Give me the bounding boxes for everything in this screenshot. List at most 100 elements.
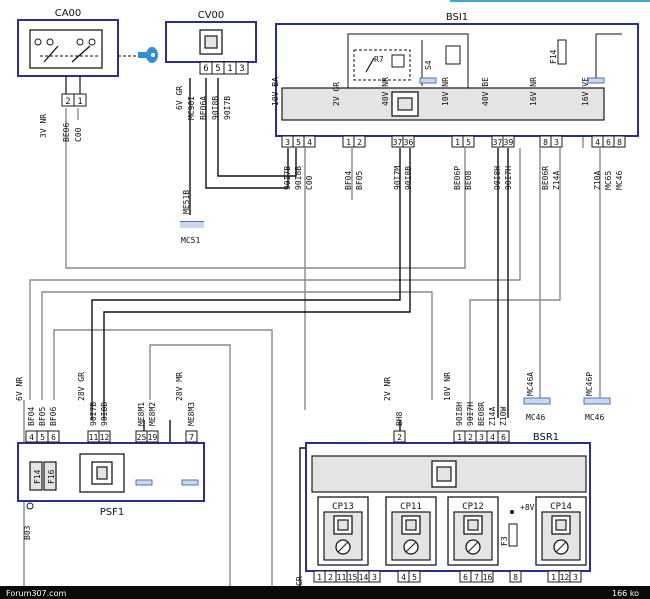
- psf1-ground-icon: [135, 479, 153, 486]
- connector-pin: [98, 430, 111, 443]
- connector-pin-label: 2: [397, 433, 402, 442]
- s4-switch-icon: [445, 45, 461, 65]
- connector-wire-label: Z10W: [499, 407, 508, 426]
- wire-bf05: [41, 291, 433, 400]
- bsi1-relay-area: [347, 33, 469, 89]
- connector-pin-label: 6: [606, 138, 611, 147]
- connector-wire-label: BF04: [344, 171, 353, 190]
- ca00-wire-label: C00: [74, 127, 83, 142]
- bsr1-bottom-pin-label: 3: [372, 573, 377, 582]
- connector-wire-label: 90I8B: [100, 402, 109, 426]
- cp-chip-core: [337, 519, 349, 531]
- mc51-label: MC51: [181, 236, 200, 245]
- bsr1-bottom-pin-label: 11: [337, 573, 347, 582]
- bsr1-bottom-pin: [368, 570, 381, 583]
- fuse-f3-label: F3: [500, 536, 509, 546]
- connector-pin-label: 25: [137, 433, 147, 442]
- bsi1-title: BSI1: [446, 12, 468, 23]
- bsr1-bottom-pin-label: 7: [474, 573, 479, 582]
- connector-pin: [402, 135, 415, 148]
- connector-wire-label: C00: [305, 175, 314, 190]
- mc46a-ground: MC46A MC46: [523, 372, 551, 422]
- connector-wire-label: BF05: [355, 171, 364, 190]
- connector-group-label: 2V GR: [332, 82, 341, 106]
- ca00-module: CA00 2 1 3V NR BE06 C00: [17, 8, 158, 142]
- wire-c00-loop: [65, 108, 466, 269]
- psf1-ground-icon: [181, 479, 199, 486]
- connector-wire-label: BE06R: [541, 166, 550, 190]
- connector-pin: [502, 135, 515, 148]
- ca00-conn-label: 3V NR: [39, 114, 48, 138]
- psf1-chip-core: [96, 466, 108, 480]
- connector-group-label: 28V GR: [77, 372, 86, 401]
- cv00-title: CV00: [198, 10, 225, 21]
- bsr1-bottom-pin-label: 12: [560, 573, 570, 582]
- connector-pin: [550, 135, 563, 148]
- psf1-fuse-icon: [43, 461, 57, 491]
- connector-wire-label: ME8M3: [187, 402, 196, 426]
- connector-group-label: 10V NR: [443, 372, 452, 401]
- connector-wire-label: Z14A: [488, 407, 497, 426]
- connector-group-label: 6V NR: [15, 377, 24, 401]
- ca00-contact-icon: [34, 38, 42, 46]
- bsi1-ground-icon: [587, 77, 605, 84]
- connector-pin: [462, 135, 475, 148]
- connector-pin: [185, 430, 198, 443]
- connector-wire-label: ME8M1: [137, 402, 146, 426]
- cv00-pin-label: 5: [215, 64, 220, 74]
- bsr1-bottom-pin-label: 2: [328, 573, 333, 582]
- connector-wire-label: MC65: [604, 171, 613, 190]
- wire-90i8b-psf: [103, 148, 411, 420]
- bsi1-module: BSI1 R7 S4 F14: [275, 12, 639, 137]
- bsr1-bottom-label: CR: [295, 576, 304, 586]
- connector-pin-label: 4: [595, 138, 600, 147]
- cp-unit-label: CP13: [332, 502, 354, 512]
- connector-wire-label: BF04: [27, 407, 36, 426]
- connector-group-label: 10V BA: [271, 77, 280, 106]
- connector-pin: [47, 430, 60, 443]
- connector-pin-label: 4: [490, 433, 495, 442]
- connector-group-label: 16V VE: [581, 77, 590, 106]
- connector-pin-label: 4: [29, 433, 34, 442]
- connector-wire-label: ME8M2: [148, 402, 157, 426]
- cv00-chip-core: [204, 35, 218, 49]
- connector-wire-label: MC46: [615, 171, 624, 190]
- psf1-fuse-icon: [29, 461, 43, 491]
- connector-wire-label: 90I7B: [283, 166, 292, 190]
- cv00-conn-label: 6V GR: [175, 86, 184, 110]
- mc51-ground: ME51B MC51: [180, 190, 204, 245]
- bsr1-bottom-pin-label: 6: [463, 573, 468, 582]
- connector-wire-label: 90I7M: [393, 166, 402, 190]
- connector-group-label: 10V NR: [441, 77, 450, 106]
- ca00-pin-label: 1: [77, 97, 82, 107]
- fuse-f14-label: F14: [549, 49, 558, 64]
- ca00-switch-arm-icon: [43, 45, 59, 63]
- relay-coil-icon: [391, 54, 405, 68]
- b03-label: B03: [23, 525, 32, 540]
- connector-wire-label: BH8: [395, 411, 404, 426]
- connector-group-label: 40V BE: [481, 77, 490, 106]
- ca00-switch-box: [29, 29, 103, 69]
- wire-90i7b: [205, 78, 289, 189]
- cp-unit-label: CP12: [462, 502, 484, 512]
- connector-wire-label: BE06P: [453, 166, 462, 190]
- bsr1-chip-core: [436, 466, 452, 482]
- psf1-fuse-label: F14: [33, 469, 42, 484]
- connector-pin-label: 8: [617, 138, 622, 147]
- bsr1-bottom-pin-label: 3: [573, 573, 578, 582]
- connector-pin-label: 7: [189, 433, 194, 442]
- bsr1-bottom-pin-label: 8: [513, 573, 518, 582]
- connector-pin: [497, 430, 510, 443]
- connector-pin-label: 37: [493, 138, 503, 147]
- cp-chip-core: [405, 519, 417, 531]
- footer-bar: [0, 586, 650, 599]
- v8-label: +8V: [520, 503, 535, 512]
- mc46p-wire-label: MC46P: [585, 372, 594, 396]
- cv00-wire-label: 90I8B: [211, 96, 220, 120]
- cv00-pin-label: 3: [239, 64, 244, 74]
- ground-icon: [523, 397, 551, 405]
